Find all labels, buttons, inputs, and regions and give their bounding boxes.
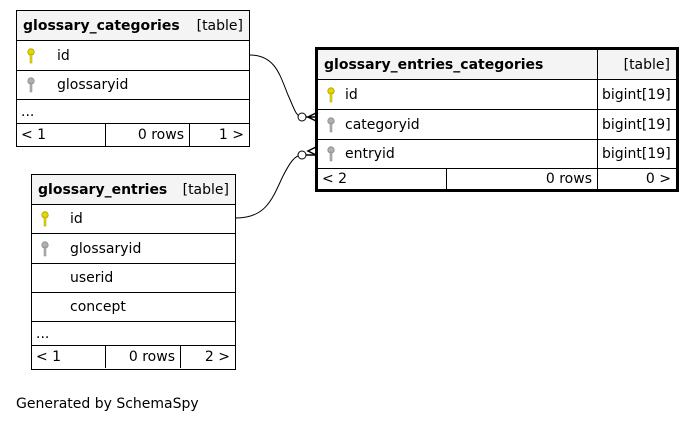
- edge-categories-zero-marker: [297, 112, 307, 122]
- column-row[interactable]: entryid bigint[19]: [318, 140, 676, 169]
- edge-categories-crowfoot: [306, 112, 317, 122]
- primary-key-icon: [41, 211, 49, 227]
- row-count: 0 rows: [446, 169, 597, 189]
- column-type: bigint[19]: [597, 80, 676, 109]
- table-kind: [table]: [196, 17, 243, 34]
- table-kind: [table]: [182, 181, 229, 198]
- table-name: glossary_categories: [23, 17, 180, 34]
- table-glossary-entries[interactable]: glossary_entries [table] id glossaryid u…: [31, 174, 236, 370]
- column-name: glossaryid: [70, 240, 142, 257]
- generated-by-label: Generated by SchemaSpy: [16, 396, 199, 412]
- more-columns[interactable]: ...: [32, 322, 235, 346]
- column-name: categoryid: [345, 116, 420, 133]
- children-count: 0 >: [597, 169, 676, 189]
- parents-count: < 1: [21, 127, 47, 143]
- column-row[interactable]: id: [17, 41, 249, 71]
- row-count: 0 rows: [105, 346, 180, 368]
- column-type: bigint[19]: [597, 140, 676, 168]
- column-name: userid: [70, 270, 114, 286]
- table-header: glossary_entries [table]: [32, 175, 235, 205]
- edge-entries-crowfoot: [306, 146, 317, 156]
- table-footer: < 1 0 rows 2 >: [32, 346, 235, 368]
- column-name: concept: [70, 299, 126, 315]
- table-footer: < 1 0 rows 1 >: [17, 124, 249, 146]
- column-row[interactable]: categoryid bigint[19]: [318, 110, 676, 140]
- column-row[interactable]: id bigint[19]: [318, 80, 676, 110]
- column-row[interactable]: id: [32, 205, 235, 234]
- edge-categories-to-link: [249, 54, 303, 118]
- table-name: glossary_entries: [38, 181, 168, 198]
- column-name: glossaryid: [57, 77, 129, 93]
- column-name: id: [57, 47, 70, 64]
- column-type: bigint[19]: [597, 110, 676, 139]
- table-kind: [table]: [623, 56, 670, 73]
- column-name: id: [70, 211, 83, 227]
- foreign-key-icon: [327, 146, 335, 162]
- table-glossary-entries-categories[interactable]: glossary_entries_categories [table] id b…: [315, 47, 679, 192]
- more-columns[interactable]: ...: [17, 100, 249, 124]
- foreign-key-icon: [41, 240, 49, 256]
- edge-entries-zero-marker: [297, 150, 307, 160]
- column-row[interactable]: userid: [32, 264, 235, 293]
- primary-key-icon: [27, 47, 35, 63]
- row-count: 0 rows: [105, 124, 189, 146]
- column-name: entryid: [345, 146, 395, 162]
- children-count: 1 >: [189, 124, 249, 146]
- table-header: glossary_categories [table]: [17, 11, 249, 41]
- table-name: glossary_entries_categories: [324, 56, 544, 73]
- column-row[interactable]: glossaryid: [17, 71, 249, 100]
- edge-entries-to-link: [235, 154, 303, 219]
- table-footer: < 2 0 rows 0 >: [318, 169, 676, 189]
- foreign-key-icon: [27, 77, 35, 93]
- parents-count: < 2: [322, 171, 348, 187]
- table-header: glossary_entries_categories [table]: [318, 50, 676, 80]
- children-count: 2 >: [180, 346, 235, 368]
- table-glossary-categories[interactable]: glossary_categories [table] id glossaryi…: [16, 10, 250, 147]
- parents-count: < 1: [36, 349, 62, 365]
- primary-key-icon: [327, 86, 335, 102]
- foreign-key-icon: [327, 116, 335, 132]
- column-row[interactable]: glossaryid: [32, 234, 235, 264]
- column-name: id: [345, 86, 358, 103]
- column-row[interactable]: concept: [32, 293, 235, 322]
